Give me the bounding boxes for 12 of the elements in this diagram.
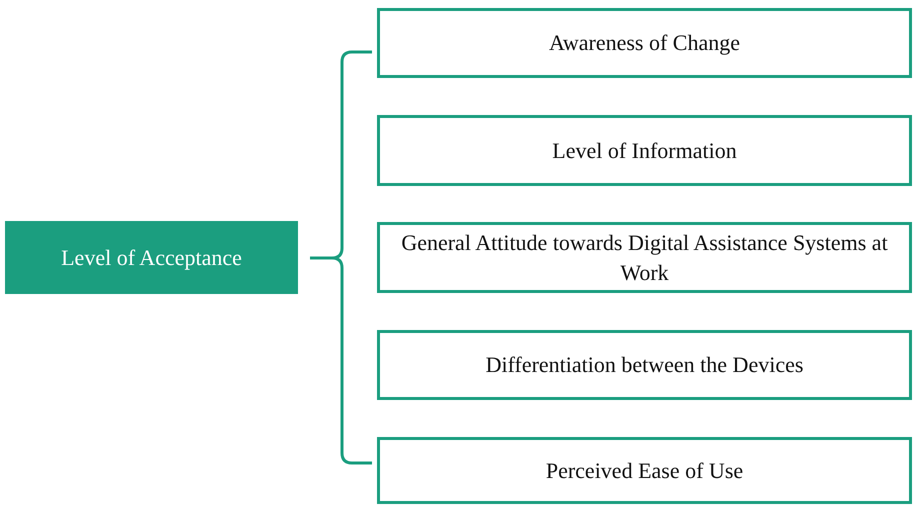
factor-label: Differentiation between the Devices — [486, 351, 804, 380]
factor-label: Perceived Ease of Use — [546, 456, 744, 485]
factor-box — [377, 330, 912, 400]
factor-box — [377, 8, 912, 78]
category-box — [5, 221, 298, 294]
category-label: Level of Acceptance — [61, 244, 242, 272]
factor-label: Level of Information — [552, 136, 737, 165]
factor-label: General Attitude towards Digital Assistance Systems at Work — [400, 228, 889, 286]
factor-label: Awareness of Change — [548, 29, 740, 58]
factor-box — [377, 115, 912, 186]
factor-box — [377, 222, 912, 293]
factor-box — [377, 437, 912, 504]
